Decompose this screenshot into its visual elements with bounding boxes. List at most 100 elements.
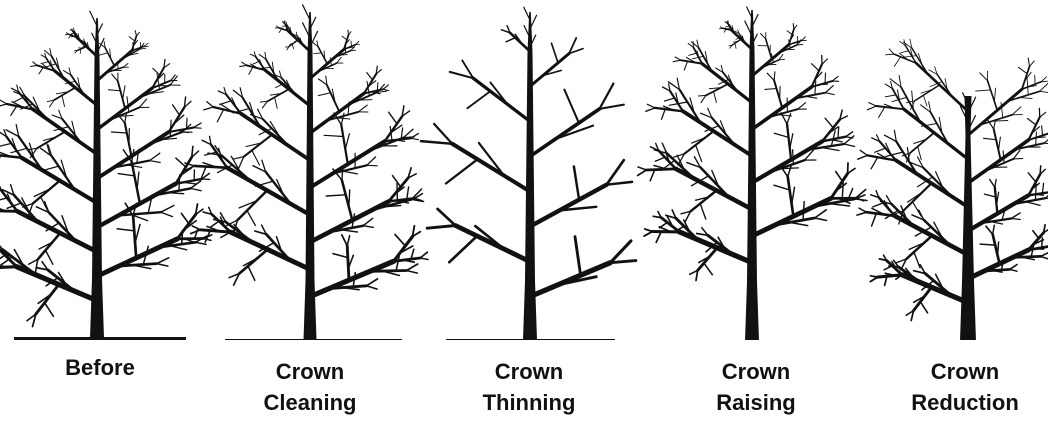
twig bbox=[1042, 183, 1043, 193]
twig bbox=[691, 191, 717, 212]
twig bbox=[0, 143, 11, 146]
twig bbox=[46, 250, 53, 264]
twig bbox=[984, 194, 995, 197]
twig bbox=[1028, 58, 1029, 66]
twig bbox=[157, 264, 168, 267]
twig bbox=[39, 67, 43, 74]
twig bbox=[191, 181, 201, 188]
twig bbox=[202, 179, 210, 180]
twig bbox=[689, 53, 697, 55]
twig bbox=[0, 240, 3, 250]
twig bbox=[117, 229, 134, 231]
twig bbox=[123, 86, 125, 99]
twig bbox=[42, 166, 59, 171]
twig bbox=[248, 266, 255, 280]
scaffold-branch bbox=[532, 54, 570, 86]
twig bbox=[150, 153, 160, 160]
twig bbox=[774, 80, 782, 107]
twig bbox=[161, 212, 173, 216]
twig bbox=[1013, 256, 1041, 257]
twig bbox=[767, 73, 774, 80]
twig bbox=[552, 43, 559, 63]
twig bbox=[421, 141, 452, 144]
twig bbox=[794, 25, 797, 29]
twig bbox=[564, 90, 579, 123]
twig bbox=[779, 59, 785, 60]
twig bbox=[438, 209, 456, 226]
twig bbox=[150, 161, 161, 163]
twig bbox=[204, 107, 214, 110]
tree-before bbox=[0, 11, 212, 340]
twig bbox=[249, 67, 253, 74]
twig bbox=[111, 132, 126, 133]
twig bbox=[411, 138, 419, 139]
twig bbox=[735, 43, 736, 48]
scaffold-branch bbox=[532, 185, 607, 226]
twig bbox=[345, 134, 349, 150]
twig bbox=[786, 49, 795, 50]
twig bbox=[644, 232, 652, 237]
twig bbox=[139, 99, 146, 108]
twig bbox=[347, 236, 350, 246]
twig bbox=[575, 237, 581, 276]
scaffold-branch bbox=[312, 261, 394, 296]
twig bbox=[812, 64, 820, 71]
twig bbox=[0, 211, 17, 212]
twig bbox=[901, 51, 909, 53]
twig bbox=[766, 39, 772, 59]
leader-twig bbox=[90, 11, 97, 26]
twig bbox=[911, 133, 934, 153]
twig bbox=[645, 229, 653, 232]
twig bbox=[0, 104, 7, 106]
twig bbox=[183, 182, 196, 184]
twig bbox=[157, 258, 169, 264]
twig bbox=[420, 252, 427, 258]
label-crown-cleaning: Crown Cleaning bbox=[210, 356, 410, 418]
label-crown-raising-line2: Raising bbox=[656, 387, 856, 418]
twig bbox=[998, 242, 999, 255]
twig bbox=[1022, 66, 1030, 89]
twig bbox=[127, 165, 141, 168]
twig bbox=[789, 29, 794, 44]
twig bbox=[1040, 112, 1046, 117]
twig bbox=[407, 271, 418, 274]
twig bbox=[906, 236, 932, 259]
twig bbox=[858, 155, 868, 159]
twig bbox=[819, 84, 827, 85]
twig bbox=[383, 89, 389, 90]
twig bbox=[173, 105, 180, 115]
twig bbox=[798, 103, 806, 110]
twig bbox=[815, 210, 827, 218]
twig bbox=[696, 145, 702, 161]
twig bbox=[836, 172, 843, 182]
twig bbox=[327, 85, 339, 112]
twig bbox=[991, 222, 1003, 224]
twig bbox=[348, 32, 351, 36]
twig bbox=[14, 97, 24, 102]
twig bbox=[1003, 151, 1004, 163]
twig bbox=[638, 170, 647, 176]
label-crown-reduction-line1: Crown bbox=[865, 356, 1048, 387]
twig bbox=[333, 254, 348, 258]
twig bbox=[825, 86, 833, 93]
twig bbox=[132, 162, 140, 204]
scaffold-branch bbox=[99, 239, 178, 276]
twig bbox=[36, 285, 59, 315]
twig bbox=[434, 124, 452, 144]
scaffold-branch bbox=[679, 232, 750, 262]
twig bbox=[673, 60, 680, 62]
label-crown-thinning: Crown Thinning bbox=[429, 356, 629, 418]
twig bbox=[806, 96, 817, 98]
twig bbox=[252, 150, 260, 165]
twig bbox=[675, 57, 681, 60]
twig bbox=[7, 137, 22, 158]
twig bbox=[1026, 202, 1040, 206]
twig bbox=[41, 197, 48, 210]
scaffold-branch bbox=[532, 109, 600, 155]
twig bbox=[822, 148, 839, 151]
scaffold-branch bbox=[702, 64, 751, 102]
scaffold-branch bbox=[532, 263, 611, 296]
twig bbox=[318, 47, 327, 64]
twig bbox=[395, 234, 405, 246]
twig bbox=[33, 181, 60, 204]
